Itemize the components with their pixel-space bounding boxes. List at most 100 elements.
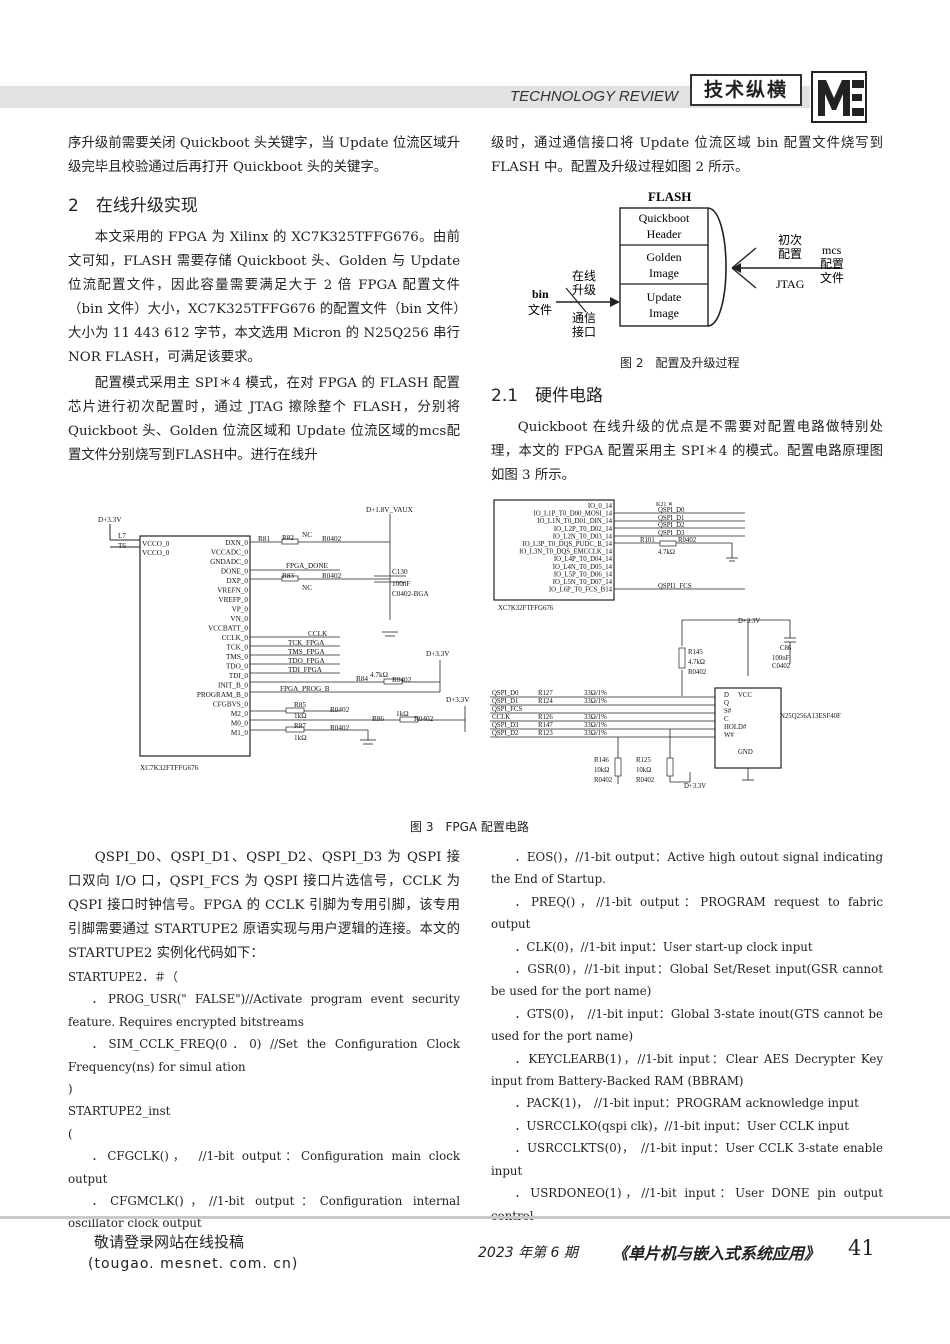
net-label: NC: [302, 584, 312, 592]
net-label: QSPI_D0: [658, 507, 685, 514]
pin-label: D: [724, 692, 729, 699]
net-label: TCK_FPGA: [288, 639, 325, 647]
pin-label: M1_0: [231, 729, 249, 737]
svg-text:K21 ✕: K21 ✕: [656, 502, 673, 508]
pin-label: IO_L1N_T0_D01_DIN_14: [537, 518, 612, 525]
pin-label: IO_L2P_T0_D02_14: [554, 526, 613, 533]
footer-site-link[interactable]: (tougao. mesnet. com. cn): [88, 1256, 299, 1272]
code-line: STARTUPE2．＃（: [68, 970, 178, 984]
figure-3-caption: 图 3 FPGA 配置电路: [410, 820, 529, 834]
res-label: R86: [372, 715, 384, 723]
pin-label: DONE_0: [221, 568, 249, 576]
code-block-right: ．EOS()，//1-bit output：Active high outout…: [491, 846, 883, 1227]
pin-label: CFGBVS_0: [213, 701, 249, 709]
paragraph: 序升级前需要关闭 Quickboot 头关键字，当 Update 位流区域升级完…: [68, 136, 460, 175]
fig2-update-image-label: Image: [649, 306, 679, 320]
net-label: QSPI_D3: [492, 722, 519, 729]
pin-label: IO_0_14: [588, 503, 613, 510]
code-line: ．PACK(1)， //1-bit input：PROGRAM acknowle…: [514, 1096, 859, 1111]
right-column-upper: 级时，通过通信接口将 Update 位流区域 bin 配置文件烧写到 FLASH…: [491, 132, 883, 180]
pin-label: Q: [724, 700, 729, 707]
svg-text:T6: T6: [118, 542, 126, 550]
pin-label: C: [724, 716, 729, 723]
net-label: CCLK: [492, 714, 510, 721]
res-label: 1kΩ: [396, 710, 409, 718]
code-line: ．USRCCLKO(qspi clk)，//1-bit input：User C…: [514, 1118, 849, 1133]
res-label: R147: [538, 722, 553, 729]
fig2-upgrade-label: 升级: [572, 283, 596, 297]
power-label: D+3.3V: [426, 650, 450, 658]
cap-label: 100nF: [392, 580, 410, 588]
pin-label: CCLK_0: [222, 634, 249, 642]
res-label: 10kΩ: [636, 767, 651, 774]
net-label: NC: [302, 531, 312, 539]
net-label: QSPI_D2: [658, 522, 685, 529]
figure-2-diagram: FLASH Quickboot Header Golden Image Upda…: [528, 189, 844, 339]
pin-label: VCC: [738, 692, 752, 699]
fig2-config-label: 配置: [778, 247, 802, 261]
net-label: R0402: [678, 537, 697, 544]
fig2-interface-label: 接口: [572, 324, 596, 339]
pin-label: PROGRAM_B_0: [197, 691, 249, 699]
fig2-flash-box: [619, 207, 709, 327]
code-line: (: [68, 1126, 73, 1141]
paragraph: 配置模式采用主 SPI＊4 模式，在对 FPGA 的 FLASH 配置芯片进行初…: [68, 376, 460, 463]
fig2-update-label: Update: [647, 290, 682, 304]
net-label: FPGA_PROG_B: [280, 685, 330, 693]
fig2-bin-label: bin: [532, 287, 549, 301]
pin-label: IO_L6P_T0_FCS_B14: [549, 587, 613, 594]
fig2-flash-label: FLASH: [648, 189, 691, 204]
res-label: R0402: [330, 706, 350, 714]
res-label: R82: [282, 534, 294, 542]
fpga-bank14-box: [493, 499, 615, 601]
fig2-golden-label: Golden: [646, 250, 681, 264]
fig2-mcs-file-label: 文件: [820, 270, 844, 285]
pin-label: VCCO_0: [142, 549, 170, 557]
code-line: ．USRCCLKTS(0)， //1-bit input：User CCLK 3…: [491, 1141, 883, 1178]
pin-label: IO_L4N_T0_D05_14: [553, 564, 613, 571]
pin-label: DXP_0: [226, 577, 248, 585]
chip-label: XC7K32FTFFG676: [140, 764, 199, 772]
left-column-upper: 序升级前需要关闭 Quickboot 头关键字，当 Update 位流区域升级完…: [68, 132, 460, 468]
res-label: R84: [356, 675, 368, 683]
code-line: ．GTS(0)， //1-bit input：Global 3-state in…: [491, 1006, 883, 1044]
res-label: 4.7kΩ: [688, 659, 705, 666]
res-label: R0402: [330, 724, 350, 732]
figure-2-caption: 图 2 配置及升级过程: [620, 356, 740, 370]
res-value: 33Ω/1%: [584, 730, 607, 737]
res-value: 33Ω/1%: [584, 698, 607, 705]
right-column-section: 2.1 硬件电路 Quickboot 在线升级的优点是不需要对配置电路做特别处理…: [491, 384, 883, 488]
res-label: R0402: [636, 777, 655, 784]
footer-journal-name: 《单片机与嵌入式系统应用》: [612, 1244, 821, 1263]
res-label: R125: [636, 757, 651, 764]
pin-label: TDI_0: [229, 672, 249, 680]
pin-label: TDO_0: [226, 663, 248, 671]
code-line: ．EOS()，//1-bit output：Active high outout…: [491, 850, 883, 887]
res-label: R0402: [594, 777, 613, 784]
res-label: R124: [538, 698, 553, 705]
cap-label: C0402: [772, 663, 791, 670]
pin-label: VCCO_0: [142, 540, 170, 548]
fig2-online-label: 在线: [572, 269, 596, 283]
code-line: ．USRDONEO(1)，//1-bit input：User DONE pin…: [491, 1186, 883, 1222]
res-label: R87: [294, 722, 306, 730]
fig2-header-label: Header: [647, 227, 682, 241]
code-line: ．GSR(0)，//1-bit input：Global Set/Reset i…: [491, 962, 883, 999]
svg-text:L7: L7: [118, 532, 126, 540]
pin-label: TMS_0: [226, 653, 248, 661]
cap-label: C130: [392, 568, 408, 576]
power-label: D+3.3V: [684, 783, 706, 790]
paragraph: QSPI_D0、QSPI_D1、QSPI_D2、QSPI_D3 为 QSPI 接…: [68, 850, 460, 961]
pin-label: IO_L4P_T0_D04_14: [554, 556, 613, 563]
res-label: R146: [594, 757, 609, 764]
power-label: D+3.3V: [446, 696, 470, 704]
res-label: R83: [282, 572, 294, 580]
code-line: ．PROG_USR(" FALSE")//Activate program ev…: [68, 992, 460, 1029]
pin-label: VP_0: [232, 606, 249, 614]
footer-issue: 2023 年第 6 期: [478, 1245, 578, 1261]
cap-label: C86: [780, 645, 792, 652]
flash-chip-box: [714, 687, 782, 769]
pin-label: VREFP_0: [218, 596, 248, 604]
cap-label: 100nF: [772, 655, 790, 662]
